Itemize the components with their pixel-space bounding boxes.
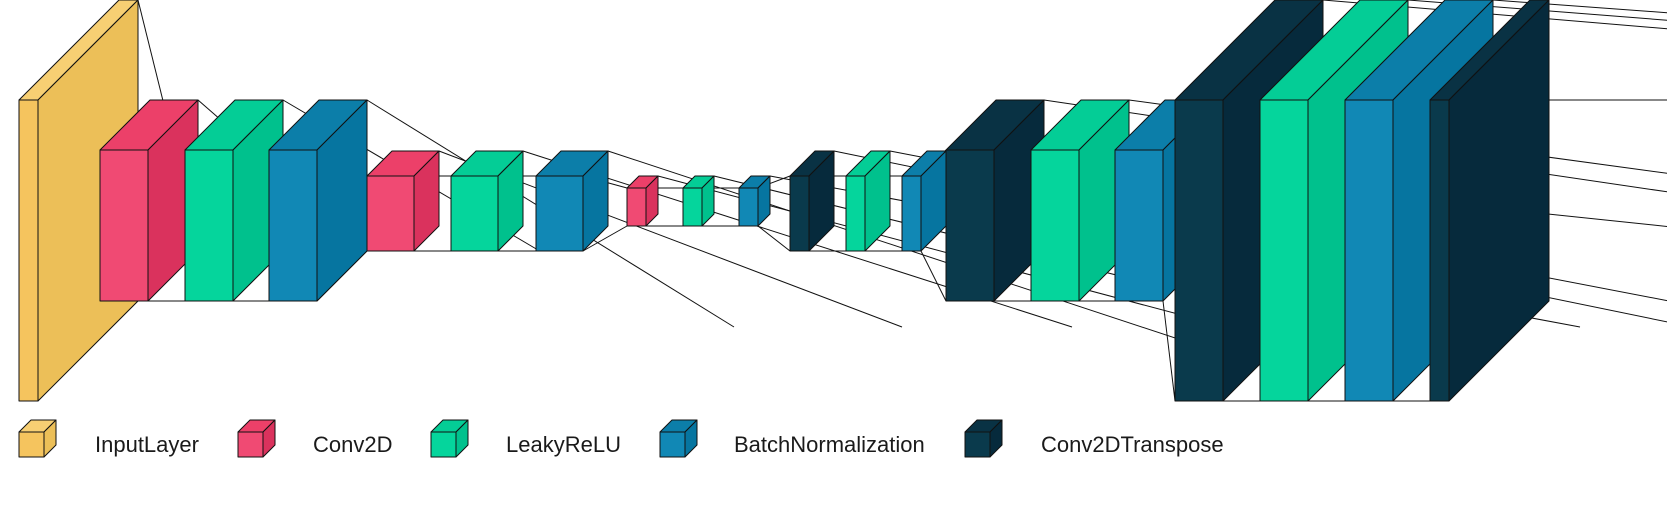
batch-normalization-layer-block-front-face bbox=[1114, 149, 1164, 302]
legend-label-batch-normalization: BatchNormalization bbox=[734, 432, 925, 457]
legend-item-conv2dtranspose: Conv2DTranspose bbox=[964, 419, 1224, 458]
conv2d-layer-block-front-face bbox=[626, 187, 647, 227]
connector-line bbox=[1162, 300, 1176, 402]
conv2dtranspose-layer-block-front-face bbox=[789, 175, 810, 252]
legend-swatch-batch-normalization bbox=[659, 419, 698, 458]
conv2dtranspose-layer-block bbox=[789, 150, 835, 252]
legend-item-batch-normalization: BatchNormalization bbox=[659, 419, 925, 458]
legend-swatch-leaky-re-lu-front-face bbox=[430, 431, 457, 458]
batch-normalization-layer-block bbox=[738, 175, 771, 227]
batch-normalization-layer-block-front-face bbox=[901, 175, 922, 252]
batch-normalization-layer-block-front-face bbox=[1344, 99, 1394, 402]
connector-line bbox=[1407, 0, 1667, 21]
leaky-re-lu-layer-block-front-face bbox=[184, 149, 234, 302]
layer-blocks bbox=[18, 0, 1550, 402]
legend-swatch-conv2d bbox=[237, 419, 276, 458]
connector-line bbox=[920, 250, 947, 302]
legend-swatch-conv2d-front-face bbox=[237, 431, 264, 458]
conv2dtranspose-layer-block-front-face bbox=[1429, 99, 1450, 402]
legend-swatch-leaky-re-lu bbox=[430, 419, 469, 458]
legend-item-leaky-re-lu: LeakyReLU bbox=[430, 419, 621, 458]
conv2dtranspose-layer-block bbox=[1429, 0, 1550, 402]
batch-normalization-layer-block bbox=[268, 99, 368, 302]
leaky-re-lu-layer-block-front-face bbox=[1259, 99, 1309, 402]
legend-item-conv2d: Conv2D bbox=[237, 419, 392, 458]
legend-label-conv2d: Conv2D bbox=[313, 432, 392, 457]
legend-swatch-input-layer-front-face bbox=[18, 431, 45, 458]
batch-normalization-layer-block bbox=[901, 150, 947, 252]
connector-line bbox=[607, 150, 1255, 365]
batch-normalization-layer-block-front-face bbox=[738, 187, 759, 227]
leaky-re-lu-layer-block-front-face bbox=[1030, 149, 1080, 302]
legend-swatch-input-layer bbox=[18, 419, 57, 458]
legend-label-conv2dtranspose: Conv2DTranspose bbox=[1041, 432, 1224, 457]
conv2d-layer-block-front-face bbox=[99, 149, 149, 302]
legend-label-input-layer: InputLayer bbox=[95, 432, 199, 457]
leaky-re-lu-layer-block bbox=[184, 99, 284, 302]
conv2d-layer-block bbox=[626, 175, 659, 227]
leaky-re-lu-layer-block-front-face bbox=[450, 175, 499, 252]
leaky-re-lu-layer-block bbox=[1030, 99, 1130, 302]
leaky-re-lu-layer-block bbox=[682, 175, 715, 227]
leaky-re-lu-layer-block-front-face bbox=[682, 187, 703, 227]
leaky-re-lu-layer-block bbox=[450, 150, 524, 252]
batch-normalization-layer-block-front-face bbox=[268, 149, 318, 302]
conv2dtranspose-layer-block-front-face bbox=[945, 149, 995, 302]
conv2d-layer-block-front-face bbox=[366, 175, 415, 252]
connector-line bbox=[582, 225, 628, 252]
conv2d-layer-block bbox=[366, 150, 440, 252]
leaky-re-lu-layer-block bbox=[845, 150, 891, 252]
legend-swatch-conv2dtranspose bbox=[964, 419, 1003, 458]
input-layer-layer-block-front-face bbox=[18, 99, 39, 402]
legend-label-leaky-re-lu: LeakyReLU bbox=[506, 432, 621, 457]
legend-swatch-conv2dtranspose-front-face bbox=[964, 431, 991, 458]
batch-normalization-layer-block-front-face bbox=[535, 175, 584, 252]
legend-swatch-batch-normalization-front-face bbox=[659, 431, 686, 458]
conv2dtranspose-layer-block bbox=[945, 99, 1045, 302]
legend: InputLayer Conv2D LeakyReLU BatchNormalizat… bbox=[18, 419, 1224, 458]
leaky-re-lu-layer-block-front-face bbox=[845, 175, 866, 252]
legend-item-input-layer: InputLayer bbox=[18, 419, 199, 458]
batch-normalization-layer-block bbox=[535, 150, 609, 252]
conv2dtranspose-layer-block-front-face bbox=[1174, 99, 1224, 402]
connector-line bbox=[757, 225, 791, 252]
